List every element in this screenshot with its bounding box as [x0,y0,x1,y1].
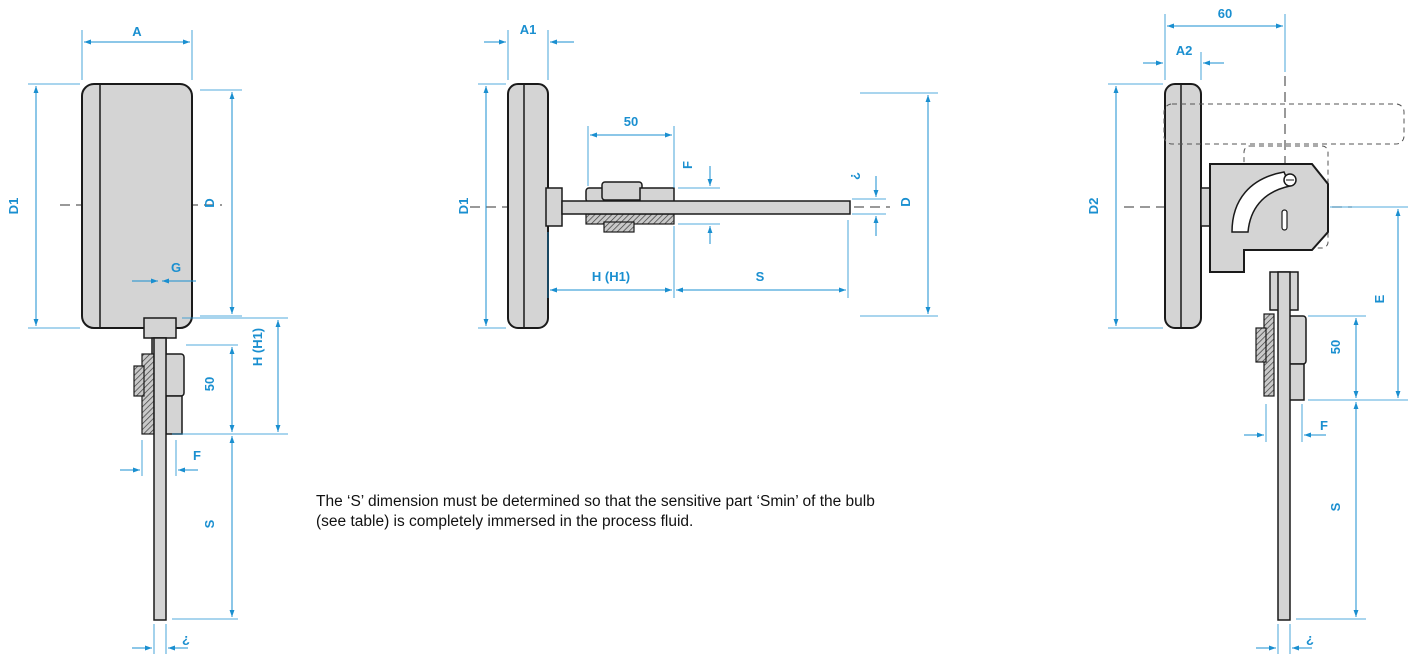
fitting-section-hatch-2 [603,221,635,233]
thermometer-stem [153,337,167,621]
dimension-A2-label: A2 [1176,43,1193,58]
thread-body [165,395,183,435]
dimension-50-label: 50 [202,377,217,391]
gauge-case [507,83,549,329]
lock-slot [1281,209,1288,231]
dimension-D-label: D [898,197,913,206]
gauge-neck [143,317,177,339]
dimension-50-label: 50 [624,114,638,129]
dimension-F-label: F [680,161,695,169]
swivel-head [1209,163,1329,273]
thread-body [639,187,675,203]
dimension-H-label: H (H1) [250,328,265,366]
dimension-F-label: F [193,448,201,463]
gauge-case [81,83,193,329]
dimension-diameter-label: ¿ [182,631,190,646]
dimension-F-label: F [1320,418,1328,433]
dimension-60-label: 60 [1218,6,1232,21]
dimension-D1-label: D1 [456,198,471,215]
thermometer-stem [561,200,851,215]
dimension-H-label: H (H1) [592,269,630,284]
dimension-E-label: E [1372,294,1387,303]
view-bottom-connection: A D1 D G H (H1) 50 F S [6,24,288,654]
dimension-D2-label: D2 [1086,198,1101,215]
gauge-case [1164,83,1202,329]
hex-nut [601,181,643,201]
dimension-diameter-label: ¿ [846,172,861,180]
note-line-2: (see table) is completely immersed in th… [316,513,694,530]
fitting-section-hatch-2 [133,365,145,397]
dimension-D-label: D [202,198,217,207]
dimension-S-label: S [202,519,217,528]
dimension-A1-label: A1 [520,22,537,37]
gauge-neck [545,187,563,227]
dimension-G-label: G [171,260,181,275]
dimension-A-label: A [132,24,142,39]
dimension-S-label: S [1328,502,1343,511]
thermometer-stem [1277,271,1291,621]
view-adjustable-connection: 60 A2 D2 E 50 F S ¿ [1086,6,1408,654]
hex-nut [163,353,185,397]
dimension-D1-label: D1 [6,198,21,215]
immersion-note: The ‘S’ dimension must be determined so … [316,492,1116,532]
view-back-connection: A1 D1 50 F ¿ D H (H1) [456,22,938,329]
fitting-section-hatch-2 [1255,327,1267,363]
dimension-diameter-label: ¿ [1306,631,1314,646]
dimension-S-label: S [756,269,765,284]
note-line-1: The ‘S’ dimension must be determined so … [316,493,875,510]
alternate-position-outline [1163,103,1405,145]
dimension-50-label: 50 [1328,340,1343,354]
